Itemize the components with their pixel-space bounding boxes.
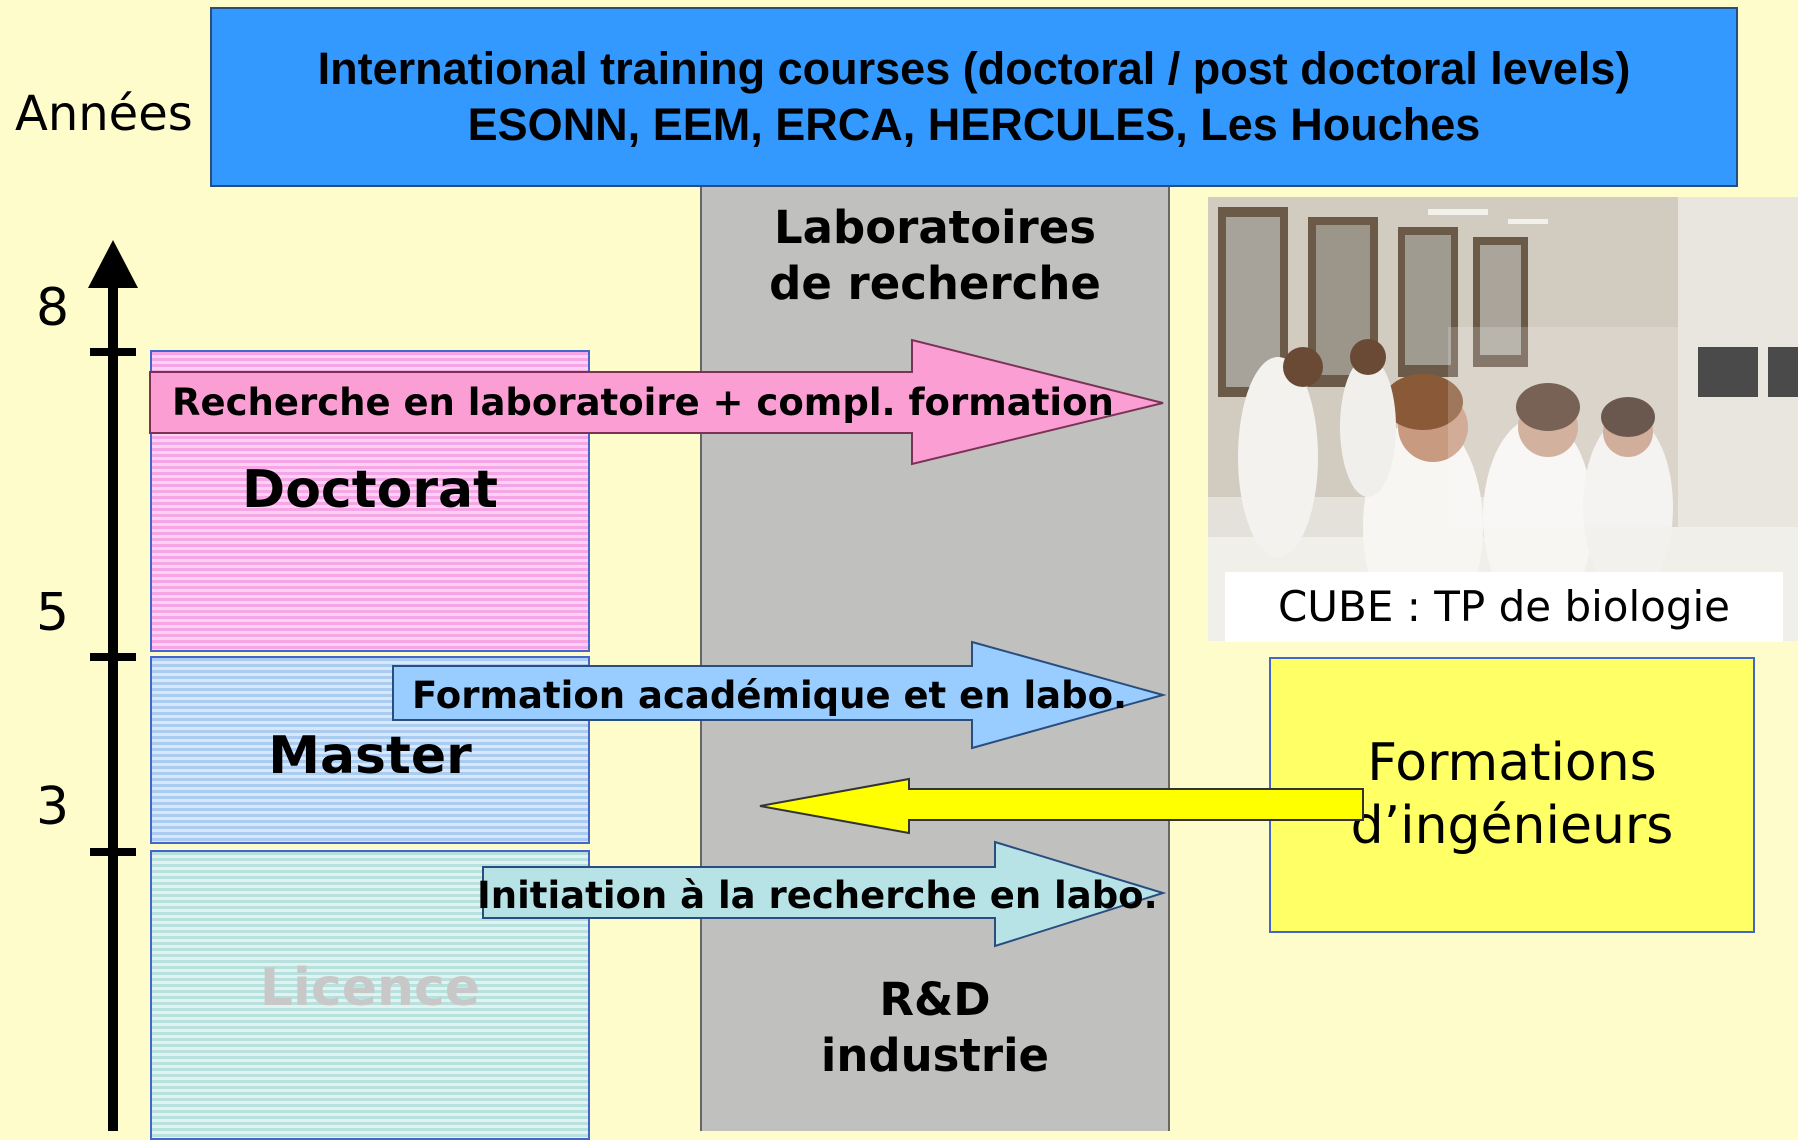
axis-arrow-head bbox=[88, 240, 138, 288]
research-labs-line-2: de recherche bbox=[769, 257, 1101, 311]
rd-line-2: industrie bbox=[820, 1029, 1050, 1083]
master-block: Master bbox=[150, 656, 590, 844]
training-courses-banner: International training courses (doctoral… bbox=[210, 7, 1738, 187]
lab-photo-illustration bbox=[1208, 197, 1798, 641]
tick-3 bbox=[90, 848, 136, 856]
doctorat-arrow bbox=[149, 338, 1164, 466]
research-labs-line-1: Laboratoires bbox=[773, 201, 1097, 254]
master-arrow bbox=[392, 640, 1167, 750]
research-labs-title: Laboratoires de recherche bbox=[700, 200, 1170, 313]
tick-label-3: 3 bbox=[36, 777, 70, 837]
tick-label-5: 5 bbox=[36, 583, 70, 643]
banner-line-2: ESONN, EEM, ERCA, HERCULES, Les Houches bbox=[467, 99, 1481, 150]
rd-line-1: R&D bbox=[879, 973, 991, 1026]
lab-photo bbox=[1208, 197, 1798, 641]
licence-label: Licence bbox=[259, 958, 481, 1018]
master-arrow-label: Formation académique et en labo. bbox=[412, 674, 1128, 717]
licence-arrow bbox=[482, 840, 1167, 948]
master-label: Master bbox=[268, 726, 472, 786]
doctorat-label: Doctorat bbox=[242, 460, 498, 520]
engineering-line-2: d’ingénieurs bbox=[1350, 796, 1674, 856]
years-axis-line bbox=[108, 270, 118, 1131]
tick-8 bbox=[90, 348, 136, 356]
doctorat-arrow-label: Recherche en laboratoire + compl. format… bbox=[172, 381, 1114, 424]
licence-arrow-label: Initiation à la recherche en labo. bbox=[477, 874, 1158, 917]
banner-line-1: International training courses (doctoral… bbox=[317, 42, 1631, 94]
tick-5 bbox=[90, 653, 136, 661]
photo-caption: CUBE : TP de biologie bbox=[1225, 572, 1783, 642]
research-band bbox=[700, 187, 1170, 1131]
engineering-line-1: Formations bbox=[1367, 732, 1657, 793]
axis-title: Années bbox=[15, 86, 193, 142]
rd-industry-title: R&D industrie bbox=[700, 972, 1170, 1085]
engineering-arrow bbox=[759, 777, 1364, 835]
tick-label-8: 8 bbox=[36, 278, 70, 338]
